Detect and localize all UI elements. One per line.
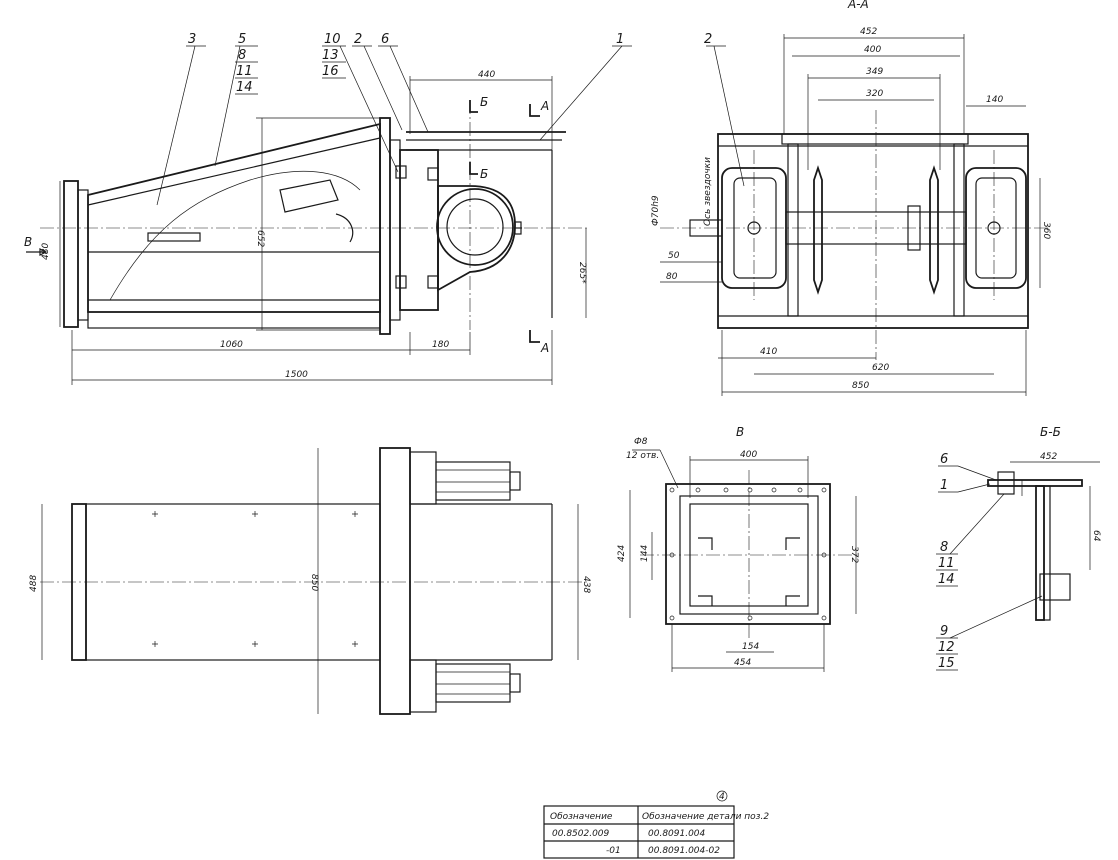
leader-11: 11 [236, 64, 253, 79]
aa-dim-452: 452 [860, 27, 877, 37]
dim-480: 480 [41, 243, 51, 260]
section-bb-title: Б-Б [1040, 425, 1061, 439]
aa-dim-349: 349 [866, 67, 883, 77]
v-dim-424: 424 [617, 545, 627, 562]
leader-13: 13 [322, 48, 339, 63]
v-dim-400: 400 [740, 450, 757, 460]
leader-14: 14 [236, 80, 253, 95]
leader-16: 16 [322, 64, 339, 79]
leader-5: 5 [238, 32, 246, 47]
side-view-dimensions: 440 480 652 265* 1060 180 1500 В Б Б А А [24, 70, 587, 385]
side-view [40, 100, 590, 335]
table-cell-r1c2: 00.8091.004 [648, 829, 706, 839]
plan-dim-488: 488 [29, 575, 39, 592]
aa-dim-50: 50 [668, 251, 680, 261]
leader-8: 8 [238, 48, 246, 63]
dim-180: 180 [432, 340, 449, 350]
leader-10: 10 [324, 32, 341, 47]
inspection-window [279, 179, 339, 213]
aa-dim-320: 320 [866, 89, 883, 99]
v-hole-count: 12 отв. [626, 451, 659, 461]
dim-440: 440 [478, 70, 495, 80]
aa-dim-360: 360 [1041, 222, 1051, 239]
plan-view [40, 447, 590, 715]
plan-view-dimensions: 488 850 438 [29, 448, 591, 714]
plan-flange [379, 447, 411, 715]
aa-dim-850: 850 [852, 381, 869, 391]
view-v [640, 470, 860, 640]
bb-leader-6: 6 [940, 452, 948, 467]
aa-dim-410: 410 [760, 347, 777, 357]
leader-2: 2 [354, 32, 362, 47]
v-dim-372: 372 [849, 546, 859, 563]
bb-leader-9: 9 [940, 624, 948, 639]
section-mark-a-bottom: А [540, 341, 549, 355]
aa-dim-140: 140 [986, 95, 1003, 105]
mid-flange [379, 117, 391, 335]
v-dim-154: 154 [742, 642, 759, 652]
table-cell-r2c2: 00.8091.004-02 [648, 846, 720, 856]
table-header-designation: Обозначение [550, 812, 613, 822]
bearing-ring [436, 188, 514, 266]
dim-1060: 1060 [220, 340, 243, 350]
tapered-chute [87, 122, 381, 313]
view-mark-v: В [24, 235, 32, 249]
dim-1500: 1500 [285, 370, 308, 380]
v-dim-144: 144 [640, 545, 650, 562]
view-v-dimensions: 400 424 144 372 154 454 Ф8 12 отв. [617, 437, 859, 672]
table-cell-r2c1: -01 [606, 846, 621, 856]
aa-dim-80: 80 [666, 272, 678, 282]
right-sprocket [929, 165, 939, 295]
plan-dim-850: 850 [309, 574, 319, 591]
aa-dim-400: 400 [864, 45, 881, 55]
table-header-part-designation: Обозначение детали поз.2 [642, 812, 769, 822]
leader-3: 3 [188, 32, 196, 47]
section-bb-dimensions: 452 64 6 1 8 11 14 9 12 15 [936, 452, 1101, 671]
designation-table: Обозначение Обозначение детали поз.2 00.… [543, 790, 769, 859]
revision-mark: 4 [719, 792, 725, 802]
side-view-leaders: 3 5 8 11 14 10 13 16 2 6 1 [156, 32, 632, 206]
aa-dim-620: 620 [872, 363, 889, 373]
plan-dim-438: 438 [581, 576, 591, 593]
section-mark-b-bottom: Б [480, 167, 488, 181]
leader-1: 1 [616, 32, 624, 47]
section-aa-title: А-А [847, 0, 869, 11]
bb-dim-64: 64 [1091, 530, 1101, 542]
left-sprocket [813, 165, 823, 295]
housing-outline [717, 133, 1029, 329]
bb-leader-1: 1 [940, 478, 948, 493]
leader-6: 6 [381, 32, 389, 47]
view-v-outer-frame [665, 483, 831, 625]
view-v-title: В [736, 425, 744, 439]
bb-leader-12: 12 [938, 640, 955, 655]
inlet-flange [63, 180, 79, 328]
aa-dim-70h9: Ф70h9 [651, 195, 661, 226]
bb-leader-11: 11 [938, 556, 955, 571]
v-dim-454: 454 [734, 658, 751, 668]
v-hole-dia: Ф8 [634, 437, 648, 447]
sprocket-axis-note: Ось звездочки [703, 157, 713, 226]
section-aa [660, 110, 1050, 360]
section-aa-dimensions: 452 400 349 320 140 360 410 620 850 50 8… [651, 27, 1051, 396]
bb-leader-8: 8 [940, 540, 948, 555]
bb-leader-15: 15 [938, 656, 955, 671]
bb-leader-14: 14 [938, 572, 955, 587]
dim-652: 652 [255, 230, 265, 247]
aa-leader-2: 2 [704, 32, 712, 47]
section-mark-b-top: Б [480, 95, 488, 109]
table-cell-r1c1: 00.8502.009 [552, 829, 610, 839]
section-bb [987, 471, 1083, 621]
bb-top-plate [987, 479, 1083, 487]
bb-dim-452: 452 [1040, 452, 1057, 462]
section-mark-a-top: А [540, 99, 549, 113]
dim-265: 265* [577, 262, 587, 284]
